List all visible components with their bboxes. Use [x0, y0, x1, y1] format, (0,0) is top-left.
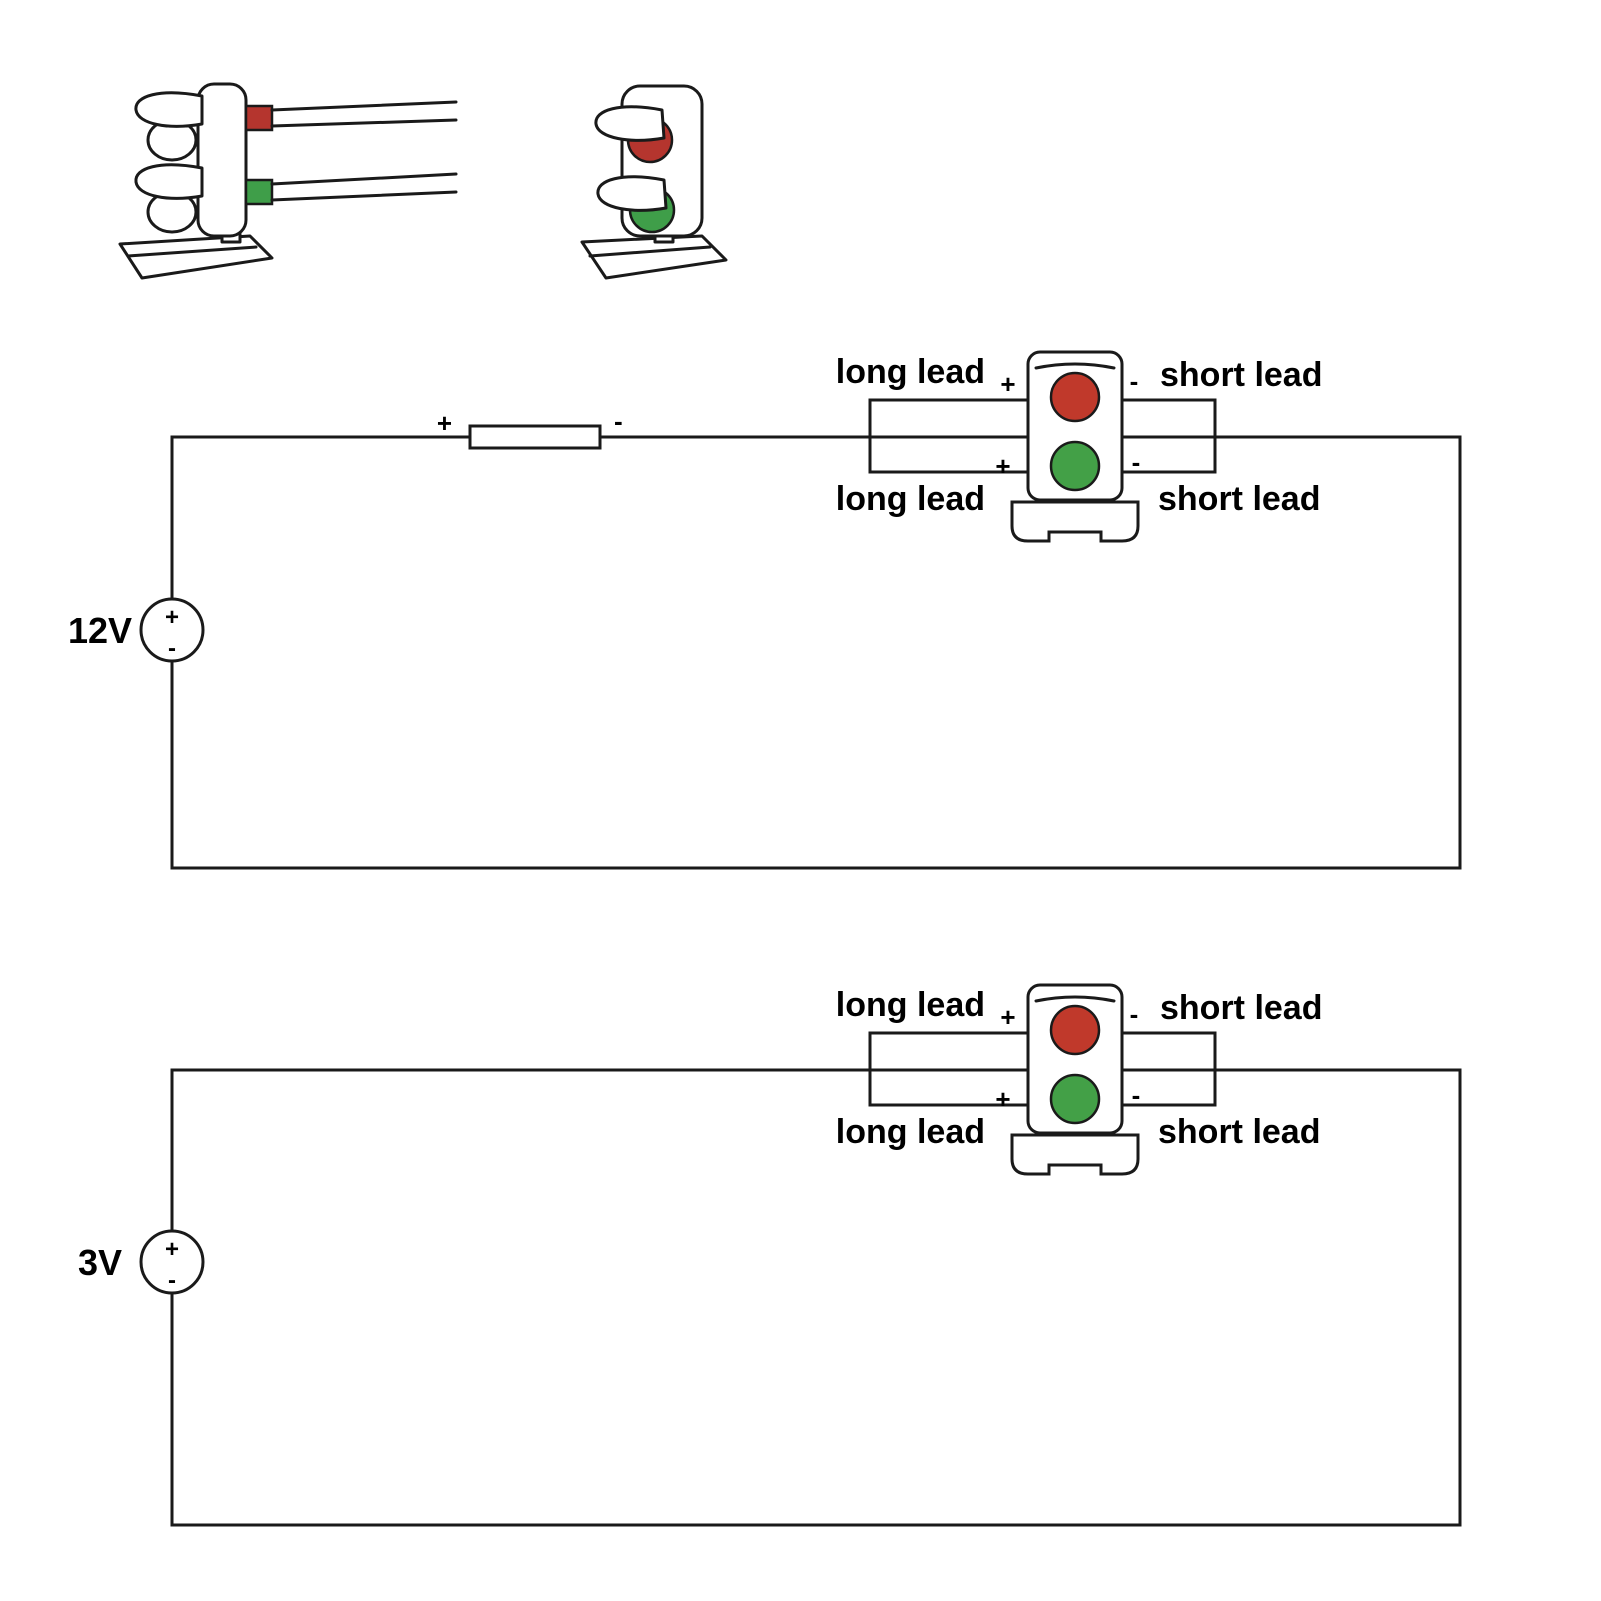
red-led: [1049, 371, 1101, 423]
red-plus-label: +: [1000, 369, 1015, 399]
red-wire-band: [244, 104, 274, 132]
green-minus-label: -: [1132, 447, 1141, 477]
signal-head-cap-line: [1034, 362, 1116, 370]
green-long-lead-label: long lead: [836, 1113, 985, 1151]
red-long-lead-label: long lead: [836, 986, 985, 1024]
circuit-12v-wires: [170, 435, 1462, 870]
top-lamp-hood: [134, 91, 204, 128]
red-long-lead-label: long lead: [836, 353, 985, 391]
signal-head-component: [1010, 350, 1140, 543]
red-plus-label: +: [1000, 1002, 1015, 1032]
voltage-source-12v: [139, 597, 205, 663]
green-led: [1049, 440, 1101, 492]
red-led: [1049, 1004, 1101, 1056]
source-value-label: 3V: [78, 1242, 122, 1283]
resistor: [468, 424, 602, 450]
signal-body: [196, 82, 248, 238]
green-plus-label: +: [995, 1084, 1010, 1114]
signal-head-base: [1010, 1133, 1140, 1176]
bottom-lamp-hood: [134, 163, 204, 200]
green-minus-label: -: [1132, 1080, 1141, 1110]
signal-base-edge-line: [588, 245, 712, 258]
signal-base-edge-line: [126, 245, 258, 258]
green-wire-lines: [270, 172, 458, 202]
circuit-12v: + - + - 12V long lead + - short lead lon…: [68, 350, 1462, 870]
front-view-signal-sketch: [580, 84, 728, 280]
source-minus-label: -: [168, 635, 176, 662]
source-minus-label: -: [168, 1267, 176, 1294]
circuit-3v: + - 3V long lead + - short lead long lea…: [78, 983, 1462, 1527]
green-short-lead-label: short lead: [1158, 480, 1320, 518]
voltage-source-3v: [139, 1229, 205, 1295]
red-minus-label: -: [1130, 999, 1139, 1029]
green-long-lead-label: long lead: [836, 480, 985, 518]
green-wire-band: [244, 178, 274, 206]
circuit-3v-wires: [170, 1068, 1462, 1527]
red-short-lead-label: short lead: [1160, 356, 1322, 394]
resistor-minus-label: -: [614, 406, 623, 436]
signal-head-cap-line: [1034, 995, 1116, 1003]
green-light-hood: [596, 175, 668, 212]
red-minus-label: -: [1130, 366, 1139, 396]
green-led: [1049, 1073, 1101, 1125]
green-plus-label: +: [995, 451, 1010, 481]
signal-base: [118, 234, 274, 280]
red-light-hood: [594, 105, 666, 142]
signal-head-base: [1010, 500, 1140, 543]
source-value-label: 12V: [68, 610, 132, 651]
source-plus-label: +: [165, 1236, 179, 1263]
side-view-signal-sketch: [118, 82, 458, 280]
signal-head-component: [1010, 983, 1140, 1176]
red-short-lead-label: short lead: [1160, 989, 1322, 1027]
source-plus-label: +: [165, 604, 179, 631]
red-wire-lines: [270, 100, 458, 128]
resistor-plus-label: +: [437, 408, 452, 438]
green-short-lead-label: short lead: [1158, 1113, 1320, 1151]
